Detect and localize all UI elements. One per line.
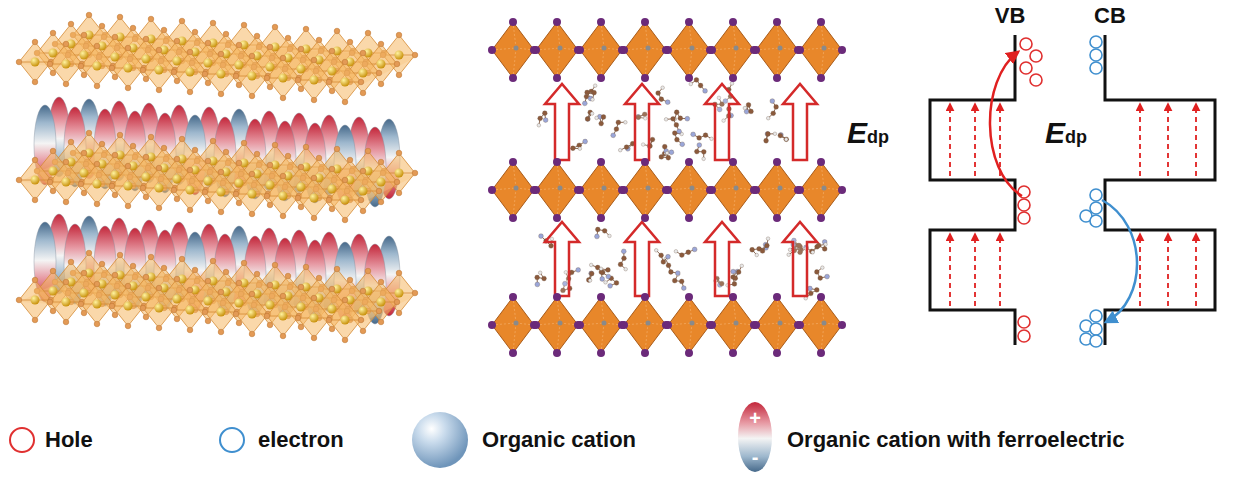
organic-layer — [535, 222, 830, 300]
electron — [1090, 335, 1102, 347]
field-arrow — [974, 234, 976, 306]
field-arrow — [999, 104, 1001, 176]
valence-band-edge — [930, 35, 1015, 345]
electron — [1090, 215, 1102, 227]
electron — [1090, 49, 1102, 61]
hole — [1018, 330, 1030, 342]
charge-sign: - — [752, 447, 759, 467]
band-diagram — [930, 35, 1215, 347]
field-arrow — [974, 104, 976, 176]
hole-transfer-arrow — [990, 52, 1022, 196]
field-arrow — [949, 234, 951, 306]
legend-text: Organic cation — [482, 429, 636, 451]
octahedra-row — [488, 18, 846, 82]
field-label: Edp — [1045, 118, 1087, 148]
legend-sample — [220, 428, 244, 452]
hole — [1030, 50, 1042, 62]
hole — [1030, 74, 1042, 86]
inorganic-slab — [16, 12, 418, 105]
hole — [1020, 62, 1032, 74]
legend-text: Hole — [45, 429, 93, 451]
band-label: CB — [1094, 5, 1126, 27]
perovskite-3d — [16, 12, 418, 343]
conduction-band-edge — [1105, 35, 1215, 345]
electron-transfer-arrow — [1102, 200, 1137, 322]
crystal-structure — [488, 18, 846, 357]
field-arrow — [1139, 234, 1141, 306]
octahedra-row — [488, 293, 846, 357]
band-label: VB — [995, 5, 1026, 27]
legend-text: Organic cation with ferroelectric — [787, 429, 1124, 451]
hole — [1018, 212, 1030, 224]
hole — [1018, 199, 1030, 211]
polarization-arrow — [705, 222, 739, 296]
hole — [1020, 38, 1032, 50]
legend-sample — [10, 428, 34, 452]
polarization-arrow — [545, 222, 579, 296]
field-arrow — [1167, 104, 1169, 176]
charge-sign: + — [749, 408, 761, 428]
polarization-arrow — [625, 84, 659, 160]
legend-samples — [10, 402, 772, 472]
field-arrow — [1139, 104, 1141, 176]
legend-sample — [738, 402, 772, 472]
electron — [1090, 310, 1102, 322]
polarization-arrow — [625, 222, 659, 296]
polarization-arrow — [783, 84, 817, 160]
polarization-arrow — [783, 222, 817, 296]
inorganic-slab — [16, 250, 418, 343]
electron — [1090, 202, 1102, 214]
hole — [1018, 316, 1030, 328]
octahedra-row — [488, 158, 846, 222]
electron — [1090, 323, 1102, 335]
electron — [1090, 36, 1102, 48]
field-arrow — [949, 104, 951, 176]
legend-sample — [412, 412, 468, 468]
hole — [1018, 186, 1030, 198]
field-label: Edp — [847, 118, 889, 148]
organic-layer — [537, 77, 817, 160]
inorganic-slab — [16, 130, 418, 223]
field-arrow — [1167, 234, 1169, 306]
field-arrow — [999, 234, 1001, 306]
field-arrow — [1195, 234, 1197, 306]
field-arrow — [1195, 104, 1197, 176]
legend-text: electron — [258, 429, 344, 451]
polarization-arrow — [705, 84, 739, 160]
polarization-arrow — [545, 84, 579, 160]
electron — [1090, 189, 1102, 201]
electron — [1090, 62, 1102, 74]
